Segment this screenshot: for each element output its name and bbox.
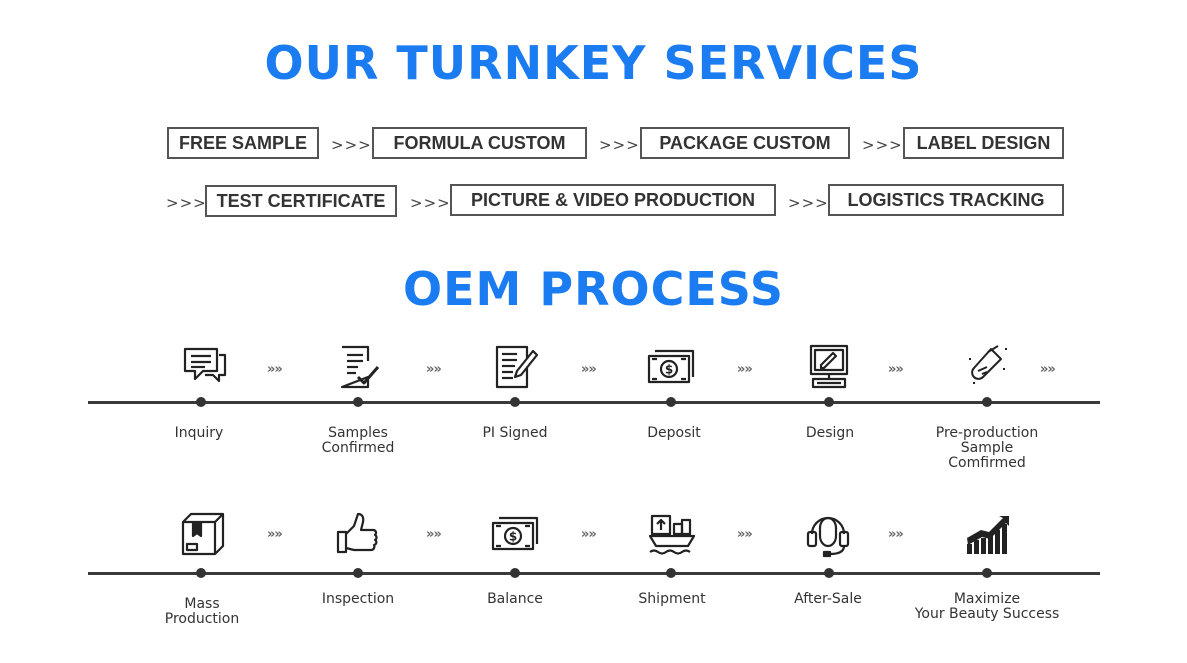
oem-process-title: OEM PROCESS: [403, 262, 784, 316]
step-label-deposit: Deposit: [647, 425, 701, 441]
service-separator: >>>: [599, 136, 640, 154]
timeline-dot: [982, 568, 992, 578]
step-arrow-icon: »»: [426, 362, 442, 377]
timeline-line: [88, 572, 1100, 575]
step-arrow-icon: »»: [426, 527, 442, 542]
timeline-dot: [666, 568, 676, 578]
step-arrow-icon: »»: [888, 362, 904, 377]
step-arrow-icon: »»: [1040, 362, 1056, 377]
timeline-dot: [824, 568, 834, 578]
step-label-mass-production: Mass Production: [164, 596, 240, 627]
package-box-icon: [179, 510, 227, 558]
timeline-dot: [824, 397, 834, 407]
chat-bubbles-icon: [181, 343, 229, 391]
svg-text:$: $: [665, 363, 673, 377]
dollar-bills-icon: $: [491, 510, 539, 558]
growth-chart-icon: [963, 510, 1011, 558]
test-tube-icon: [963, 343, 1011, 391]
timeline-dot: [196, 568, 206, 578]
service-separator: >>>: [862, 136, 903, 154]
service-free-sample: FREE SAMPLE: [167, 127, 319, 159]
timeline-dot: [666, 397, 676, 407]
step-arrow-icon: »»: [737, 527, 753, 542]
headset-icon: [804, 510, 852, 558]
service-logistics-tracking: LOGISTICS TRACKING: [828, 184, 1064, 216]
step-label-inquiry: Inquiry: [174, 425, 224, 441]
dollar-bills-icon: $: [647, 343, 695, 391]
checklist-icon: [334, 343, 382, 391]
timeline-dot: [982, 397, 992, 407]
cargo-ship-icon: [648, 510, 696, 558]
step-arrow-icon: »»: [267, 527, 283, 542]
service-label-design: LABEL DESIGN: [903, 127, 1064, 159]
computer-design-icon: [805, 343, 853, 391]
step-label-shipment: Shipment: [638, 591, 706, 607]
timeline-dot: [353, 568, 363, 578]
timeline-line: [88, 401, 1100, 404]
svg-text:$: $: [509, 530, 517, 544]
turnkey-services-title: OUR TURNKEY SERVICES: [264, 36, 923, 90]
service-picture-video-production: PICTURE & VIDEO PRODUCTION: [450, 184, 776, 216]
step-label-maximize-success: Maximize Your Beauty Success: [914, 591, 1060, 622]
step-label-design: Design: [805, 425, 855, 441]
step-label-samples-confirmed: Samples Confirmed: [321, 425, 395, 456]
timeline-dot: [510, 397, 520, 407]
service-package-custom: PACKAGE CUSTOM: [640, 127, 850, 159]
timeline-dot: [353, 397, 363, 407]
service-test-certificate: TEST CERTIFICATE: [205, 185, 397, 217]
document-pen-icon: [491, 343, 539, 391]
service-separator: >>>: [166, 194, 207, 212]
step-arrow-icon: »»: [581, 362, 597, 377]
timeline-dot: [510, 568, 520, 578]
step-arrow-icon: »»: [888, 527, 904, 542]
step-arrow-icon: »»: [581, 527, 597, 542]
step-label-pre-production-sample: Pre-production Sample Comfirmed: [935, 425, 1039, 471]
service-separator: >>>: [331, 136, 372, 154]
step-label-inspection: Inspection: [321, 591, 395, 607]
step-arrow-icon: »»: [267, 362, 283, 377]
service-separator: >>>: [788, 194, 829, 212]
step-arrow-icon: »»: [737, 362, 753, 377]
service-formula-custom: FORMULA CUSTOM: [372, 127, 587, 159]
step-label-pi-signed: PI Signed: [482, 425, 548, 441]
service-separator: >>>: [410, 194, 451, 212]
step-label-balance: Balance: [487, 591, 543, 607]
step-label-after-sale: After-Sale: [794, 591, 862, 607]
thumbs-up-icon: [334, 510, 382, 558]
timeline-dot: [196, 397, 206, 407]
